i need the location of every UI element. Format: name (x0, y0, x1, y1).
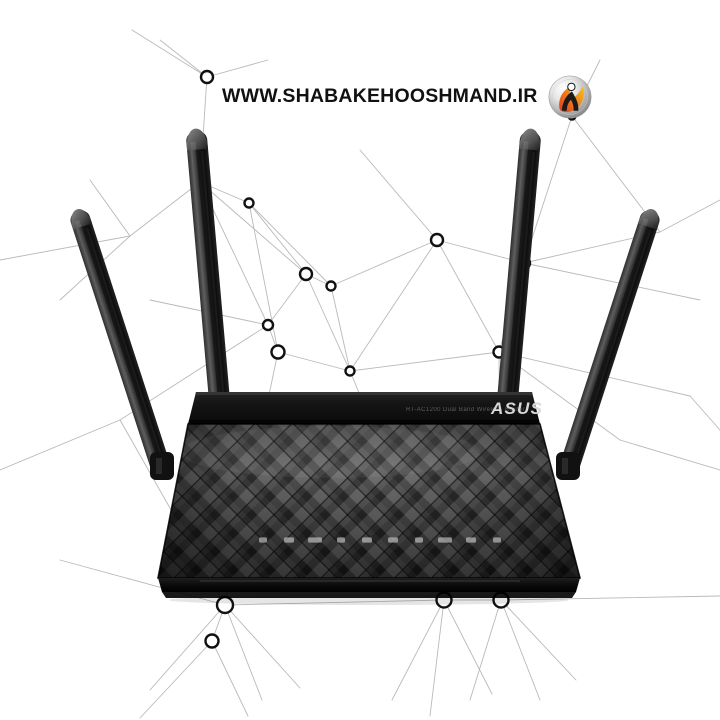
led-wps: WPS (493, 537, 501, 543)
led-power: Power (259, 537, 267, 543)
router-base (158, 578, 580, 598)
led-2ghz: 2.4GHz (284, 537, 294, 543)
led-usb: USB (466, 537, 476, 543)
antenna-inner-right (496, 128, 541, 416)
led-wan: WAN (337, 537, 345, 543)
shabakehooshmand-logo-icon (548, 75, 591, 119)
network-node (429, 232, 445, 248)
antenna-far-left (70, 209, 171, 477)
contact-shadow (169, 595, 569, 605)
network-node (298, 266, 314, 282)
network-node (344, 365, 356, 377)
network-node (261, 318, 275, 332)
network-node (325, 280, 337, 292)
led-lan3: LAN 3 (415, 537, 423, 543)
led-5ghz: 5GHz (308, 537, 322, 543)
led-lan1: LAN 1 (362, 537, 372, 543)
asus-wordmark: ASUS (490, 399, 543, 418)
led-lan4: LAN 4 (438, 537, 452, 543)
led-lan2: LAN 2 (388, 537, 398, 543)
watermark-text: WWW.SHABAKEHOOSHMAND.IR (222, 85, 538, 108)
led-indicator-row: Power 2.4GHz 5GHz WAN LAN 1 LAN 2 LAN 3 LAN 4 US… (259, 537, 501, 543)
network-node (204, 633, 220, 649)
router-model-microtext: RT-AC1200 Dual Band Wireless Router (406, 407, 525, 413)
antenna-inner-left (186, 128, 231, 416)
network-node (270, 344, 286, 360)
antenna-hinge-left (150, 452, 174, 480)
router-top-bezel: RT-AC1200 Dual Band Wireless Router ASUS (188, 392, 543, 424)
router-front-face (157, 423, 582, 579)
network-node (199, 69, 215, 85)
network-node (243, 197, 255, 209)
antenna-far-right (559, 209, 660, 477)
asus-brand-logo: ASUS (490, 399, 543, 418)
watermark: WWW.SHABAKEHOOSHMAND.IR (222, 74, 593, 120)
antenna-hinge-right (556, 452, 580, 480)
